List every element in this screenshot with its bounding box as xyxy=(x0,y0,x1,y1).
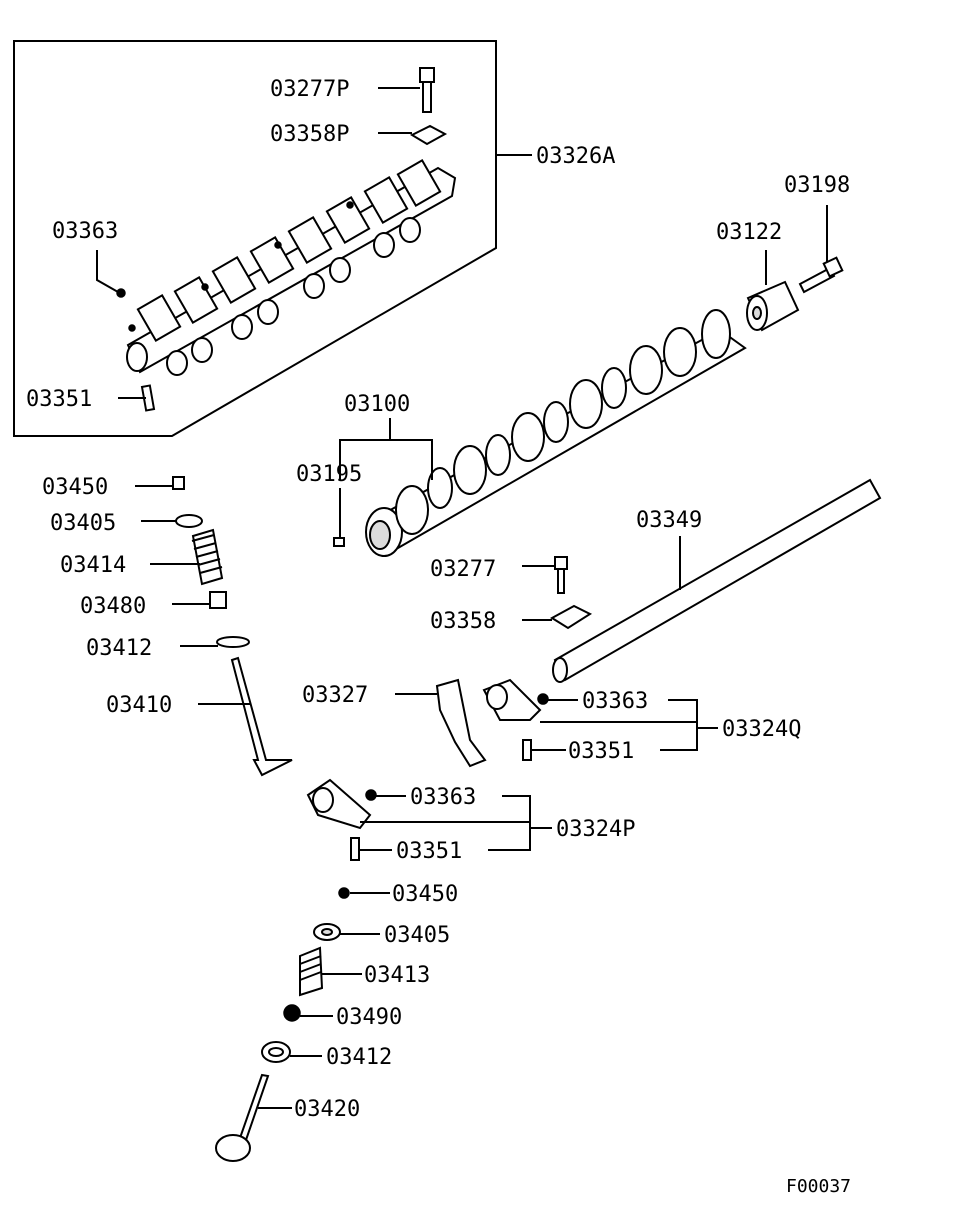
plate-03358 xyxy=(550,604,593,630)
plate-03358P xyxy=(409,124,448,146)
rocker-shaft-assembly xyxy=(126,159,457,376)
intake-valve-parts xyxy=(172,476,293,777)
label-03405: 03405 xyxy=(50,511,116,536)
label-03351: 03351 xyxy=(396,839,462,864)
exhaust-valve-parts xyxy=(215,887,350,1162)
label-03490: 03490 xyxy=(336,1005,402,1030)
label-03413: 03413 xyxy=(364,963,430,988)
label-03324P: 03324P xyxy=(556,817,635,842)
leader-lines xyxy=(96,87,828,1109)
label-03450: 03450 xyxy=(42,475,108,500)
label-03412: 03412 xyxy=(326,1045,392,1070)
label-03100: 03100 xyxy=(344,392,410,417)
assembly-box-outline xyxy=(13,40,497,437)
label-03363: 03363 xyxy=(52,219,118,244)
rocker-arm-03327 xyxy=(435,678,487,768)
label-03122: 03122 xyxy=(716,220,782,245)
label-03412: 03412 xyxy=(86,636,152,661)
label-03198: 03198 xyxy=(784,173,850,198)
label-03410: 03410 xyxy=(106,693,172,718)
bolt-03198 xyxy=(798,256,844,294)
bolt-03277P xyxy=(419,67,435,113)
label-03414: 03414 xyxy=(60,553,126,578)
label-03351: 03351 xyxy=(26,387,92,412)
label-03358: 03358 xyxy=(430,609,496,634)
label-03351: 03351 xyxy=(568,739,634,764)
label-03358P: 03358P xyxy=(270,122,349,147)
label-03450: 03450 xyxy=(392,882,458,907)
nut-03363-a xyxy=(116,288,126,298)
label-03405: 03405 xyxy=(384,923,450,948)
label-03326A: 03326A xyxy=(536,144,615,169)
bolt-03277 xyxy=(554,556,568,594)
label-03327: 03327 xyxy=(302,683,368,708)
label-03277: 03277 xyxy=(430,557,496,582)
rocker-shaft-03349 xyxy=(552,478,882,683)
label-03363: 03363 xyxy=(410,785,476,810)
part-labels: 03277P 03358P 03326A 03363 03351 03198 0… xyxy=(26,77,851,1197)
pin-03195 xyxy=(333,537,345,547)
figure-code: F00037 xyxy=(786,1176,851,1197)
label-03324Q: 03324Q xyxy=(722,717,801,742)
camshaft-03100 xyxy=(365,309,747,557)
label-03420: 03420 xyxy=(294,1097,360,1122)
label-03363: 03363 xyxy=(582,689,648,714)
label-03195: 03195 xyxy=(296,462,362,487)
label-03480: 03480 xyxy=(80,594,146,619)
rocker-arm-03324P xyxy=(306,778,372,830)
rocker-arm-03324Q xyxy=(482,678,542,721)
label-03277P: 03277P xyxy=(270,77,349,102)
label-03349: 03349 xyxy=(636,508,702,533)
sprocket-03122 xyxy=(746,280,800,332)
